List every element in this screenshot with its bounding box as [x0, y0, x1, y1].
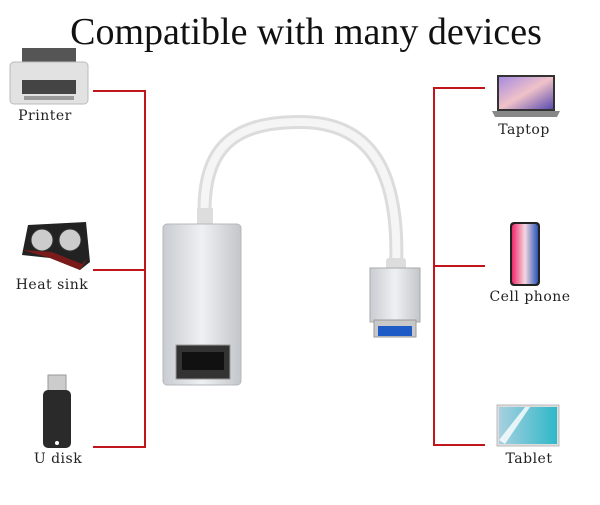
device-label-heat-sink: Heat sink [15, 277, 89, 293]
laptop-icon [492, 75, 560, 117]
device-label-tablet: Tablet [505, 451, 553, 467]
phone-icon [510, 222, 540, 286]
usb-ethernet-adapter [162, 114, 421, 386]
device-label-cell-phone: Cell phone [489, 289, 571, 305]
device-label-printer: Printer [18, 108, 72, 124]
device-label-u-disk: U disk [33, 451, 83, 467]
tablet-icon [496, 404, 560, 447]
right-connector-lines [433, 87, 485, 446]
headline: Compatible with many devices [70, 11, 542, 53]
usb-drive-icon [43, 374, 71, 448]
left-connector-lines [93, 90, 146, 448]
printer-icon [9, 48, 89, 105]
device-label-laptop: Taptop [498, 122, 550, 138]
heat-sink-icon [22, 222, 90, 270]
